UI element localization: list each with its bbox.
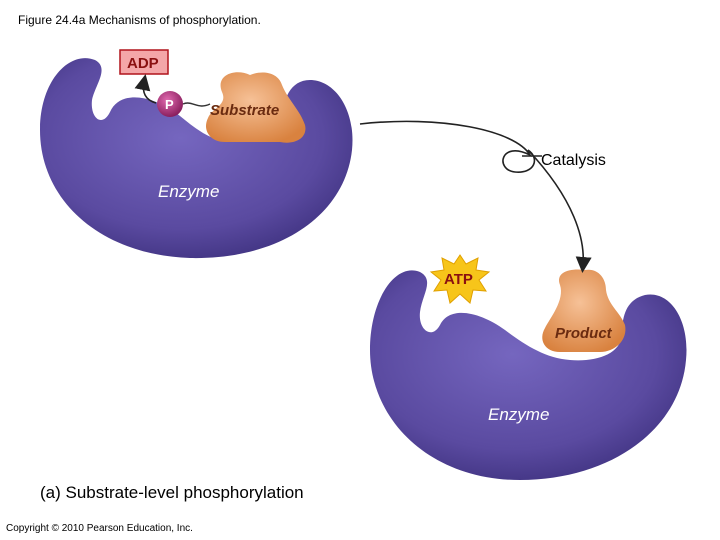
adp-label: ADP	[127, 55, 159, 72]
product-label: Product	[555, 325, 613, 342]
substrate-label: Substrate	[210, 102, 279, 119]
phosphate-label: P	[165, 97, 174, 112]
enzyme-bottom-label: Enzyme	[488, 405, 549, 424]
figure-caption: (a) Substrate-level phosphorylation	[40, 483, 304, 502]
enzyme-top-label: Enzyme	[158, 182, 219, 201]
substrate-shape	[205, 72, 306, 143]
catalysis-label: Catalysis	[541, 152, 606, 169]
catalysis-arrow	[359, 120, 592, 273]
adp-box	[119, 49, 169, 75]
atp-label: ATP	[444, 271, 473, 288]
enzyme-top-shape	[40, 58, 353, 259]
atp-star	[429, 254, 491, 304]
phosphate-bond	[182, 102, 211, 107]
phosphate-transfer-arrow	[134, 74, 157, 104]
phosphate-circle	[157, 91, 183, 117]
figure-title: Figure 24.4a Mechanisms of phosphorylati…	[18, 13, 261, 27]
product-shape	[542, 269, 626, 352]
copyright-notice: Copyright © 2010 Pearson Education, Inc.	[6, 523, 193, 534]
enzyme-bottom-shape	[370, 270, 687, 480]
